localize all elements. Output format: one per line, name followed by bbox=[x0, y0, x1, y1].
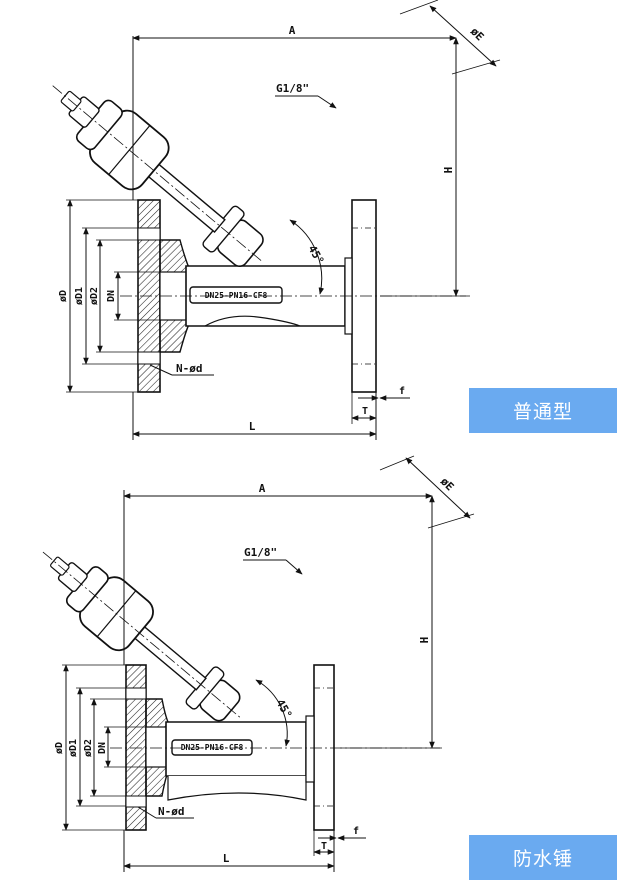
valve-drawing-standard: DN25-PN16-CF8 A bbox=[52, 0, 501, 440]
holes-callout: N-ød bbox=[158, 805, 185, 818]
body-bottom bbox=[167, 776, 307, 801]
port-callout: G1/8" bbox=[276, 82, 309, 95]
nameplate-text: DN25-PN16-CF8 bbox=[181, 743, 244, 752]
right-flange bbox=[313, 664, 335, 831]
dim-h-label: H bbox=[418, 637, 431, 644]
dim-d1-label: øD1 bbox=[68, 739, 79, 757]
holes-callout: N-ød bbox=[176, 362, 203, 375]
dim-a-label: A bbox=[289, 24, 296, 37]
left-flange-bolt-top bbox=[137, 227, 161, 241]
dim-d1-label: øD1 bbox=[74, 287, 85, 305]
nameplate-box bbox=[189, 286, 283, 304]
dim-d2-label: øD2 bbox=[83, 739, 94, 757]
dim-dn-label: DN bbox=[97, 742, 108, 754]
left-flange-bolt-bottom bbox=[125, 795, 147, 808]
actuator-assembly bbox=[52, 85, 264, 267]
angle-label: 45° bbox=[305, 243, 326, 267]
dim-t-label: T bbox=[362, 406, 368, 417]
dim-d2-label: øD2 bbox=[89, 287, 100, 305]
port-callout: G1/8" bbox=[244, 546, 277, 559]
dim-l-label: L bbox=[223, 852, 230, 865]
dim-h-label: H bbox=[442, 167, 455, 174]
dim-a-label: A bbox=[259, 482, 266, 495]
body-neck bbox=[204, 315, 301, 327]
actuator-assembly bbox=[42, 551, 241, 722]
type-badge-standard: 普通型 bbox=[469, 388, 617, 433]
dim-f-label: f bbox=[399, 386, 405, 397]
dim-dn-label: DN bbox=[106, 290, 117, 302]
dim-d-label: øD bbox=[58, 290, 69, 302]
dim-t-label: T bbox=[321, 841, 327, 852]
nameplate-text: DN25-PN16-CF8 bbox=[205, 291, 268, 300]
left-flange-bolt-top bbox=[125, 687, 147, 700]
nameplate-box bbox=[171, 739, 253, 756]
dim-e-label: øE bbox=[468, 25, 487, 44]
left-flange-bolt-bottom bbox=[137, 351, 161, 365]
dim-f-label: f bbox=[353, 826, 359, 837]
dim-d-label: øD bbox=[54, 742, 65, 754]
angle-label: 45° bbox=[273, 697, 294, 721]
right-hub bbox=[305, 715, 315, 783]
dim-l-label: L bbox=[249, 420, 256, 433]
valve-drawing-anti-water-hammer: DN25-PN16-CF8 A øE H bbox=[42, 455, 475, 872]
type-badge-anti-water-hammer: 防水锤 bbox=[469, 835, 617, 880]
